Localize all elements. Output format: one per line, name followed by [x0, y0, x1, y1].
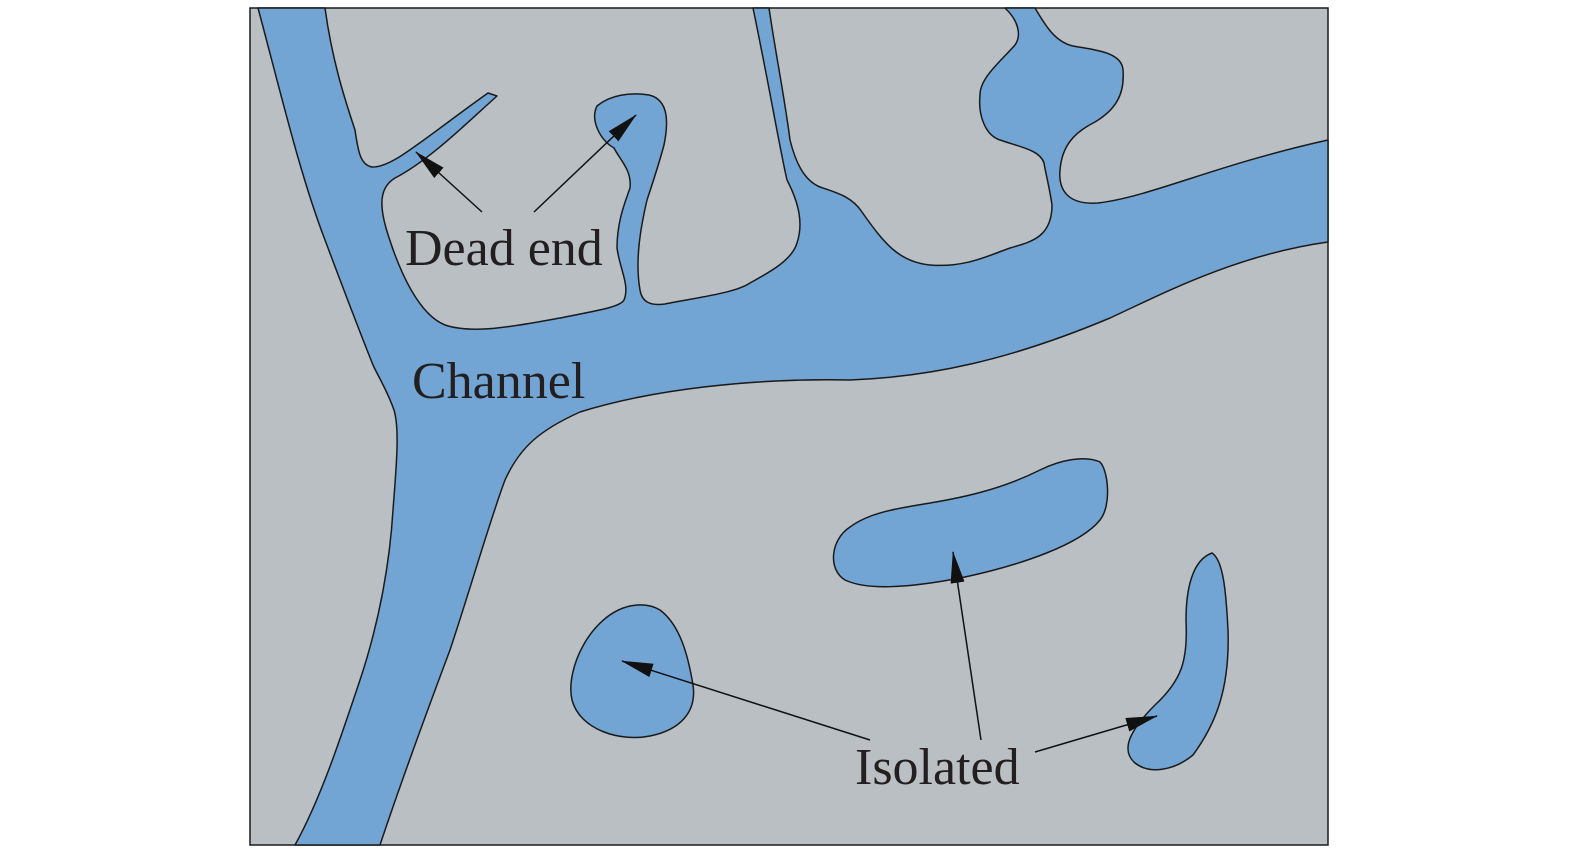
- isolated-arrow-round: [621, 660, 871, 741]
- channel-network: [257, 7, 1329, 846]
- dead-end-arrow-left: [415, 151, 483, 213]
- isolated-label: Isolated: [855, 739, 1020, 796]
- dead-end-label: Dead end: [405, 220, 603, 277]
- isolated-pore-curved: [1127, 552, 1229, 771]
- isolated-arrow-curved: [1034, 715, 1158, 753]
- isolated-arrow-elongated: [950, 551, 982, 741]
- channel-label: Channel: [412, 353, 585, 410]
- isolated-pore-elongated: [832, 457, 1109, 588]
- dead-end-arrow-right: [533, 114, 637, 213]
